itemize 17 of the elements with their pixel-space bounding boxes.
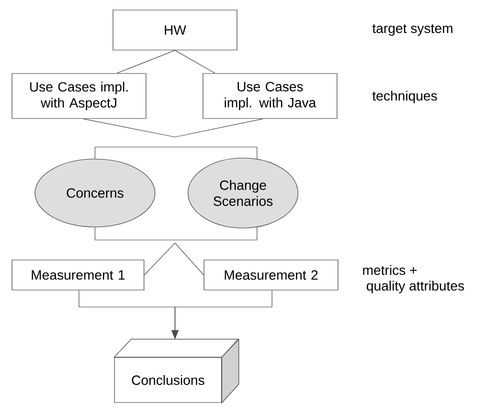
connector-line (174, 50, 216, 74)
connector-line (116, 50, 176, 74)
connector-line (94, 146, 258, 160)
process-box: Use Cases impl. with AspectJ (12, 73, 146, 119)
connector-line (82, 118, 176, 138)
process-box: Use Cases impl. with Java (202, 73, 338, 119)
process-box: Measurement 1 (12, 260, 144, 290)
connector-line (94, 226, 258, 240)
connector-line (174, 118, 264, 138)
process-box: Measurement 2 (204, 260, 338, 290)
level-label: techniques (372, 90, 437, 104)
level-label: metrics + (363, 265, 417, 275)
level-label: quality attributes (366, 280, 464, 294)
process-box: HW (112, 10, 238, 50)
connector-line (144, 242, 176, 276)
connector-line (174, 242, 204, 276)
level-label: target system (372, 24, 452, 36)
